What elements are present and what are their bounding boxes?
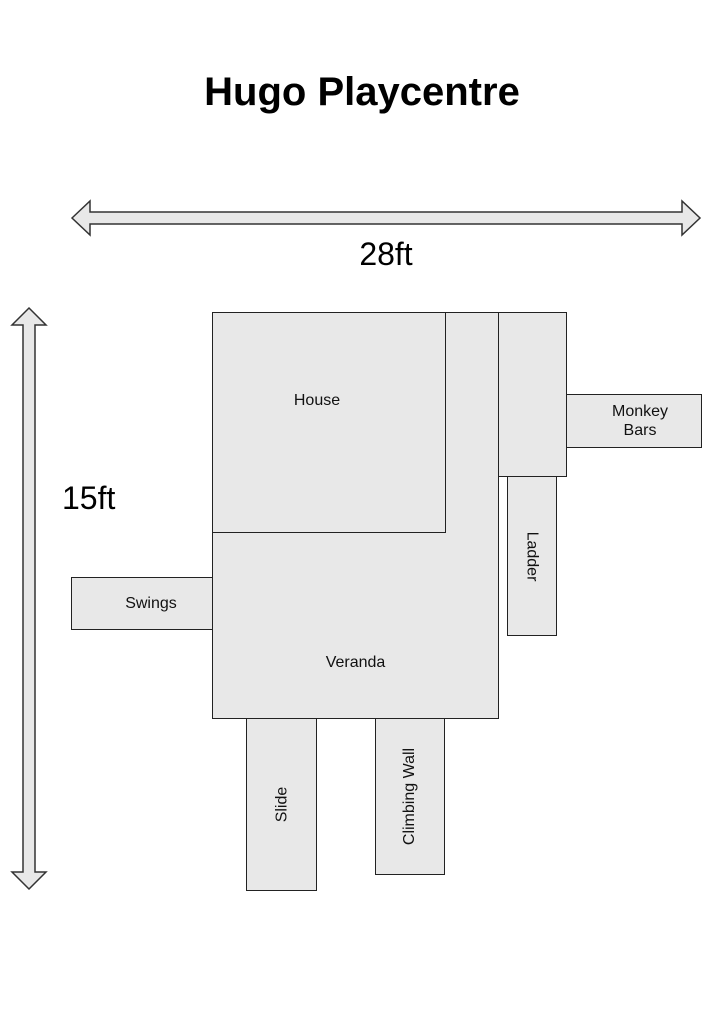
ladder-label: Ladder [523,531,541,581]
slide-label: Slide [272,786,290,823]
width-arrow [70,199,702,237]
height-arrow [10,306,48,891]
height-label: 15ft [62,480,116,516]
house-label: House [293,392,341,409]
slide-area: Slide [246,718,317,891]
monkey-bars-label: Monkey Bars [611,403,669,439]
width-label: 28ft [359,236,413,272]
swings-area: Swings [71,577,213,630]
monkey-bars-area: Monkey Bars [566,394,702,448]
swings-label: Swings [125,595,177,612]
veranda-label: Veranda [325,654,386,671]
climbing-wall-label: Climbing Wall [401,747,419,846]
tower-area [498,312,567,477]
ladder-area: Ladder [507,476,557,636]
climbing-wall-area: Climbing Wall [375,718,445,875]
diagram-title: Hugo Playcentre [204,70,520,114]
house-area: House [212,312,446,533]
